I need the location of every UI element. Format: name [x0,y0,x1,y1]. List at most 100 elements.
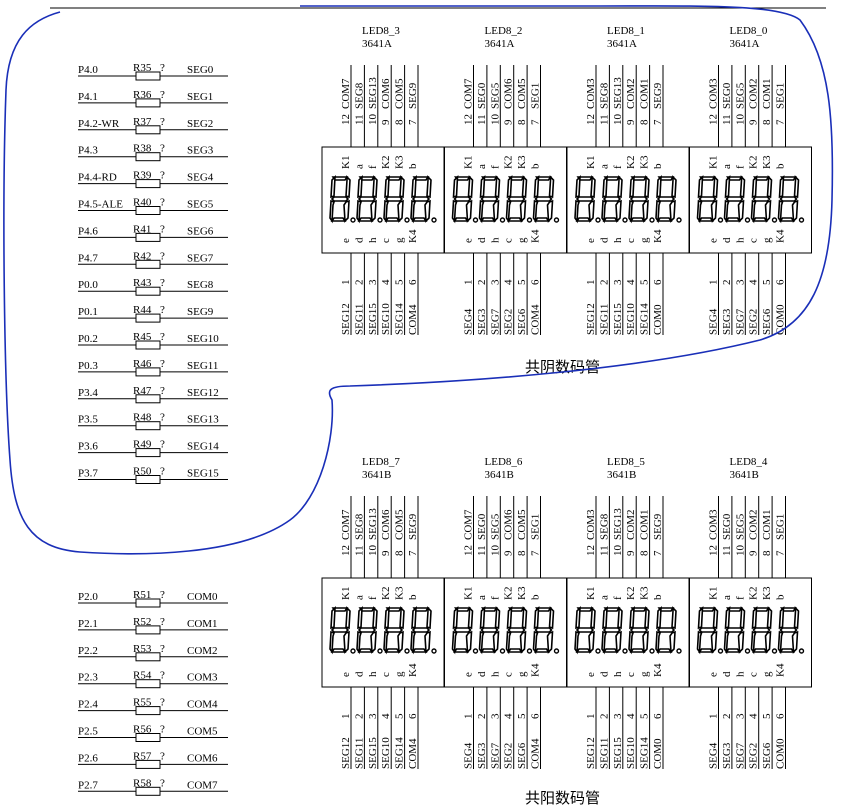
segment [656,174,662,199]
net-label: COM3 [187,672,218,684]
segment [778,174,785,199]
seven-segment-digit [532,605,560,655]
segment-label: K4 [530,229,542,243]
pin-net-label: COM3 [585,78,597,109]
segment-label: h [612,237,624,243]
segment [345,175,351,199]
pin-net-label: SEG11 [353,304,365,335]
pin-net-label: SEG4 [463,308,475,335]
decimal-point [350,648,356,654]
net-label: SEG12 [187,387,219,399]
segment [384,217,401,222]
segment [737,630,745,654]
pin-number: 3 [612,279,624,285]
port-label: P2.5 [78,726,98,738]
segment-label: h [367,237,379,243]
net-label: SEG13 [187,414,219,426]
led-part-number: 3641B [607,469,636,481]
port-label: P0.2 [78,333,98,345]
led-part-number: 3641B [485,469,514,481]
segment [507,648,523,653]
segment [505,199,512,224]
segment [575,605,581,630]
pin-number: 9 [625,119,637,125]
pin-net-label: SEG12 [585,737,597,769]
pin-number: 7 [407,119,419,125]
net-label: SEG10 [187,333,219,345]
pin-number: 2 [598,714,610,720]
pin-number: 1 [340,280,352,286]
decimal-point [472,648,479,654]
pin-net-label: SEG10 [625,303,637,335]
segment [478,630,485,655]
pin-net-label: COM3 [708,509,720,540]
segment-label: c [748,238,760,243]
segment [725,648,741,653]
seven-segment-digit [383,605,410,655]
segment-label: f [367,165,379,169]
pin-net-label: SEG1 [775,514,787,540]
segment [453,196,472,202]
segment [791,199,799,223]
segment-label: d [721,671,733,677]
segment-label: e [463,672,475,677]
segment-label: d [353,237,365,243]
pin-number: 8 [516,119,528,125]
segment [710,630,718,654]
segment [628,199,635,224]
segment [698,196,717,202]
resistor-value: ? [160,223,165,235]
pin-net-label: SEG5 [734,513,746,540]
led-designator: LED8_2 [485,25,523,37]
pin-net-label: COM3 [708,78,720,109]
decimal-point [649,648,655,654]
seven-segment-digit [601,174,628,224]
pin-net-label: SEG10 [625,737,637,769]
net-label: SEG9 [187,306,214,318]
pin-net-label: SEG15 [367,303,379,335]
segment-label: h [489,237,501,243]
seven-segment-digit [478,605,506,655]
pin-number: 3 [612,713,624,719]
pin-number: 8 [761,119,773,125]
resistor-ref: R38 [133,143,152,155]
segment [343,199,350,223]
segment-label: f [734,165,746,169]
pin-net-label: COM0 [652,304,664,335]
resistor-value: ? [160,616,165,628]
pin-number: 5 [761,279,773,285]
segment [384,174,390,199]
segment [590,175,596,199]
seven-segment-digit [723,174,751,224]
pin-net-label: COM7 [463,509,475,540]
segment-label: g [639,237,651,243]
resistor-ref: R42 [133,250,151,262]
segment [519,199,527,223]
pin-number: 1 [463,714,475,720]
segment [629,196,649,202]
segment [724,605,731,630]
pin-net-label: SEG0 [721,513,733,540]
segment [480,627,499,633]
segment-label: K3 [394,155,406,169]
pin-net-label: SEG5 [489,82,501,109]
segment-label: K4 [407,663,419,677]
led-package-outline [689,577,812,688]
pin-net-label: SEG7 [489,742,501,769]
pin-net-label: COM4 [407,738,419,769]
segment-label: f [612,165,624,169]
led-designator: LED8_0 [730,25,768,37]
segment-label: K2 [380,156,392,169]
resistor-value: ? [160,62,165,74]
segment-label: a [598,164,610,169]
port-label: P0.1 [78,306,98,318]
segment [615,199,622,223]
port-label: P4.2-WR [78,118,120,130]
segment [725,627,744,633]
segment [575,196,595,202]
segment [356,199,363,224]
pin-number: 5 [394,279,406,285]
pin-net-label: SEG5 [734,82,746,109]
